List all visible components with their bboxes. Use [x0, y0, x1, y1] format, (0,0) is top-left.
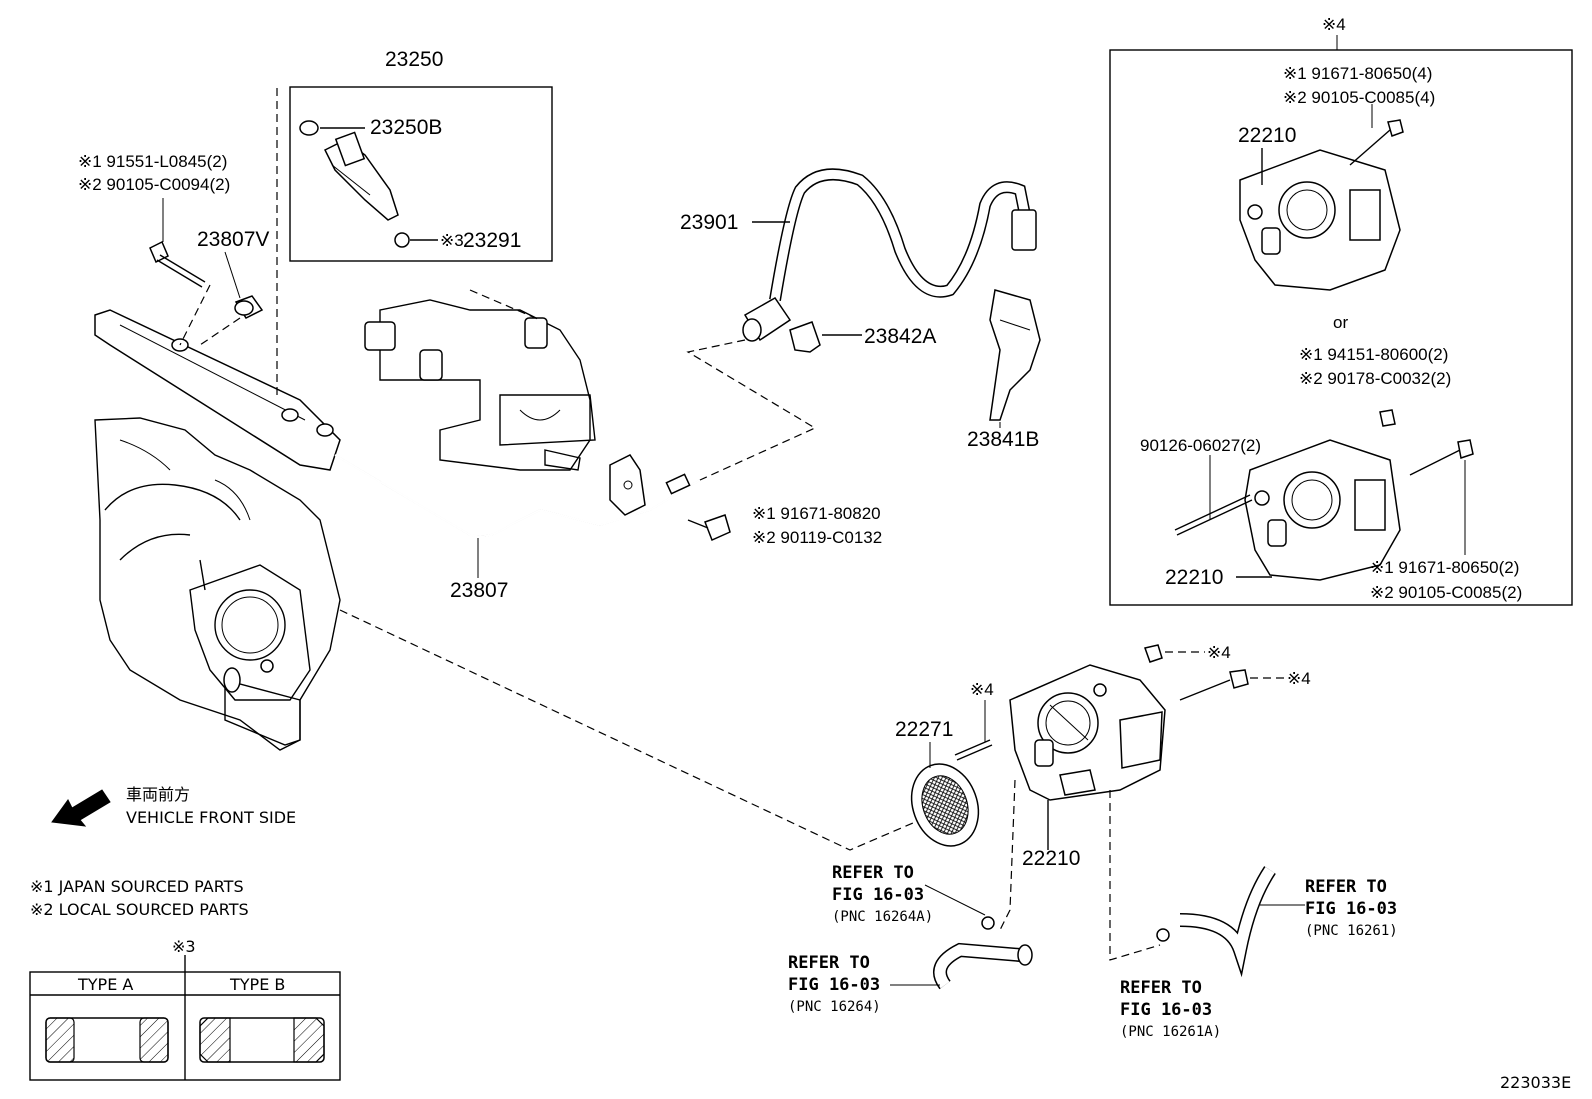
callout-rail-bolt-line2: ※2 90105-C0094(2) — [78, 175, 230, 194]
callout-pipe-bolt-line1: ※1 91671-80820 — [752, 504, 881, 523]
label-23250: 23250 — [385, 48, 443, 71]
leader-ref-16264a — [924, 884, 986, 916]
leader-grommet-to-rail — [199, 317, 241, 346]
legend-type-a: TYPE A — [77, 975, 133, 994]
type-b-left-ring — [199, 1017, 231, 1063]
throttle-body-box-top-drawing — [1239, 149, 1401, 291]
refer-16264-line2: FIG 16-03 — [788, 975, 880, 995]
leader-23807v — [224, 251, 241, 299]
front-direction-arrow-icon — [51, 789, 111, 827]
refer-16261a[interactable]: REFER TO FIG 16-03 (PNC 16261A) — [1120, 978, 1221, 1040]
injector-drawing — [299, 120, 410, 248]
label-22271-mark: ※4 — [970, 680, 994, 699]
refer-16264a-line1: REFER TO — [832, 863, 914, 883]
engine-block-drawing — [364, 289, 596, 471]
box-top-bolt-icon — [1349, 119, 1404, 166]
refer-16261a-line2: FIG 16-03 — [1120, 1000, 1212, 1020]
legend-type-b: TYPE B — [229, 975, 285, 994]
figure-id: 223033E — [1500, 1073, 1571, 1092]
refer-16264a-line2: FIG 16-03 — [832, 885, 924, 905]
label-23807v: 23807V — [197, 228, 269, 251]
box-mark: ※4 — [1322, 15, 1346, 34]
refer-16264-line1: REFER TO — [788, 953, 870, 973]
leader-bolt-to-rail — [179, 284, 211, 346]
type-legend-table — [29, 955, 341, 1081]
refer-16261a-line3: (PNC 16261A) — [1120, 1024, 1221, 1040]
label-23842a: 23842A — [864, 325, 936, 348]
gasket-22271-icon — [910, 763, 980, 847]
leader-throttle-to-hose-a — [999, 779, 1016, 931]
refer-16261[interactable]: REFER TO FIG 16-03 (PNC 16261) — [1305, 877, 1398, 939]
callout-pipe-bolt-line2: ※2 90119-C0132 — [752, 528, 882, 547]
refer-16261-line2: FIG 16-03 — [1305, 899, 1397, 919]
refer-16264a[interactable]: REFER TO FIG 16-03 (PNC 16264A) — [832, 863, 933, 925]
type-a-left-ring — [45, 1017, 75, 1063]
refer-16261a-line1: REFER TO — [1120, 978, 1202, 998]
callout-box-nut-line1: ※1 94151-80600(2) — [1299, 345, 1448, 364]
bolt-mark-2: ※4 — [1287, 669, 1311, 688]
label-22271: 22271 — [895, 718, 953, 741]
refer-16261-line1: REFER TO — [1305, 877, 1387, 897]
throttle-bolt-icon — [1179, 669, 1249, 701]
type-b-right-ring — [293, 1017, 325, 1063]
type-a-right-ring — [139, 1017, 169, 1063]
box-or: or — [1333, 313, 1348, 332]
bolt-mark-1: ※4 — [1207, 643, 1231, 662]
callout-box-bottom-bolt-line1: ※1 91671-80650(2) — [1370, 558, 1519, 577]
label-23841b: 23841B — [967, 428, 1039, 451]
label-22210-main: 22210 — [1022, 847, 1080, 870]
refer-16264[interactable]: REFER TO FIG 16-03 (PNC 16264) — [788, 953, 881, 1015]
intake-manifold-drawing — [94, 417, 341, 751]
callout-box-top-bolt-line1: ※1 91671-80650(4) — [1283, 64, 1432, 83]
box-nut-icon — [1379, 409, 1396, 427]
legend-table-mark: ※3 — [172, 937, 196, 956]
legend-note-local: ※2 LOCAL SOURCED PARTS — [30, 900, 249, 919]
box-bottom-bolt-icon — [1409, 439, 1474, 476]
hose-16261-drawing — [1156, 866, 1276, 978]
fuel-rail-bolt-icon — [149, 240, 206, 288]
harness-23901-drawing — [742, 168, 1037, 342]
hose-16264-drawing — [933, 916, 1033, 990]
callout-box-bottom-bolt-line2: ※2 90105-C0085(2) — [1370, 583, 1522, 602]
leader-throttle-to-hose-b — [1109, 790, 1161, 961]
throttle-nut-icon — [1144, 644, 1163, 663]
grommet-23807v-icon — [234, 295, 264, 319]
pipe-bolt-icon — [687, 514, 731, 542]
refer-16264-line3: (PNC 16264) — [788, 999, 881, 1015]
leader-harness-to-pipe — [686, 339, 817, 481]
clip-23842a-icon — [789, 321, 821, 353]
direction-english: VEHICLE FRONT SIDE — [126, 808, 296, 827]
injector-box — [289, 86, 553, 262]
label-23901: 23901 — [680, 211, 738, 234]
legend-note-japan: ※1 JAPAN SOURCED PARTS — [30, 877, 244, 896]
leader-manifold-to-throttle — [339, 609, 921, 851]
label-23250b: 23250B — [370, 116, 442, 139]
label-23291: 23291 — [463, 229, 521, 252]
fuel-pipe-drawing — [334, 454, 701, 538]
fuel-rail-drawing — [94, 309, 341, 471]
refer-16261-line3: (PNC 16261) — [1305, 923, 1398, 939]
box-stud-icon — [1174, 494, 1253, 536]
callout-box-nut-line2: ※2 90178-C0032(2) — [1299, 369, 1451, 388]
throttle-body-box-bottom-drawing — [1244, 439, 1401, 581]
label-22210-box-top: 22210 — [1238, 124, 1296, 147]
variant-box — [1109, 49, 1573, 606]
bracket-23841b-icon — [989, 289, 1041, 421]
direction-japanese: 車両前方 — [126, 785, 190, 804]
label-23291-mark: ※3 — [440, 231, 464, 250]
label-90126: 90126-06027(2) — [1140, 436, 1261, 455]
stud-bolt-icon — [954, 739, 993, 761]
callout-box-top-bolt-line2: ※2 90105-C0085(4) — [1283, 88, 1435, 107]
label-23807: 23807 — [450, 579, 508, 602]
callout-rail-bolt-line1: ※1 91551-L0845(2) — [78, 152, 227, 171]
throttle-body-main-drawing — [1009, 664, 1166, 801]
label-22210-box-bottom: 22210 — [1165, 566, 1223, 589]
refer-16264a-line3: (PNC 16264A) — [832, 909, 933, 925]
